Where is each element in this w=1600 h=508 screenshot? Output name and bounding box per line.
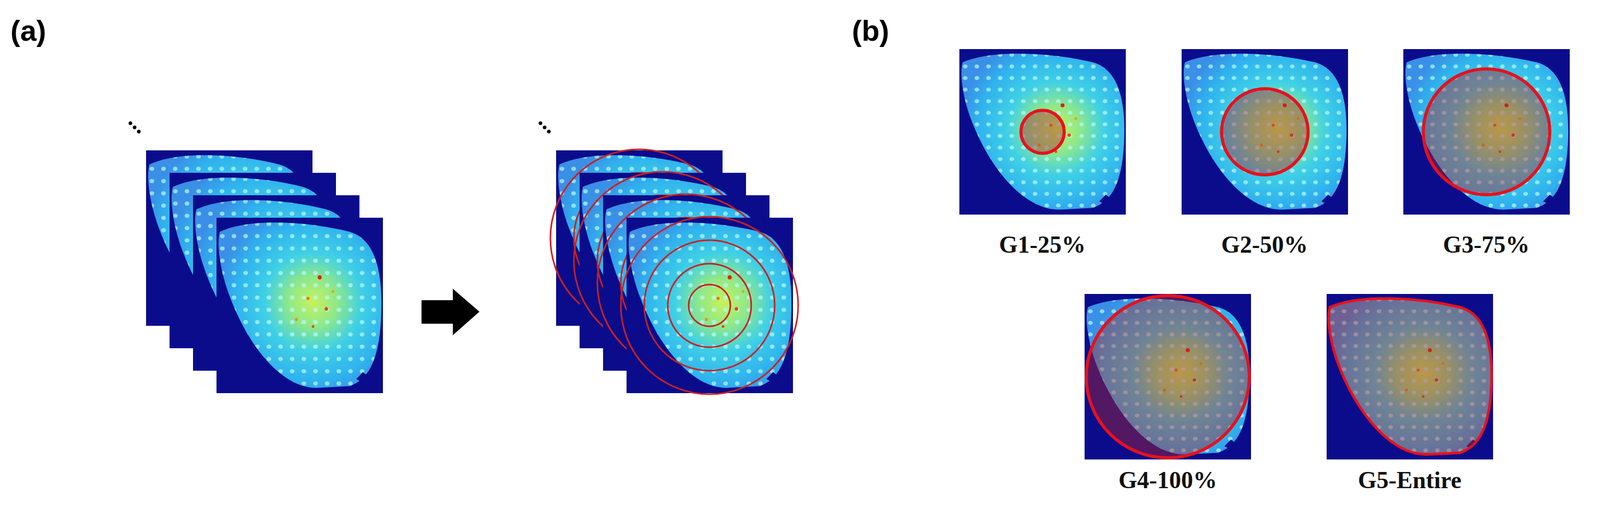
group-caption: G5-Entire (1357, 466, 1462, 495)
heatmap-region: G4-100% (1084, 293, 1251, 460)
heatmap-region: G3-75% (1403, 49, 1570, 215)
block-arrow (421, 288, 480, 335)
group-caption: G2-50% (1221, 231, 1308, 259)
group-caption: G3-75% (1442, 231, 1530, 259)
heatmap-region: G1-25% (959, 49, 1126, 215)
panel-label: (a) (10, 14, 46, 47)
heatmap-image (1084, 293, 1251, 460)
group-caption: G4-100% (1118, 466, 1218, 495)
heatmap-image (1181, 49, 1349, 215)
heatmap-region: G2-50% (1181, 49, 1349, 215)
heatmap-image (1326, 293, 1494, 460)
heatmap-region: G5-Entire (1326, 293, 1494, 460)
right-stack (538, 121, 799, 395)
heatmap-image (1403, 49, 1570, 215)
panel-label: (b) (851, 14, 890, 47)
heatmap-image (959, 49, 1126, 215)
left-stack (128, 121, 384, 394)
group-caption: G1-25% (999, 231, 1086, 259)
